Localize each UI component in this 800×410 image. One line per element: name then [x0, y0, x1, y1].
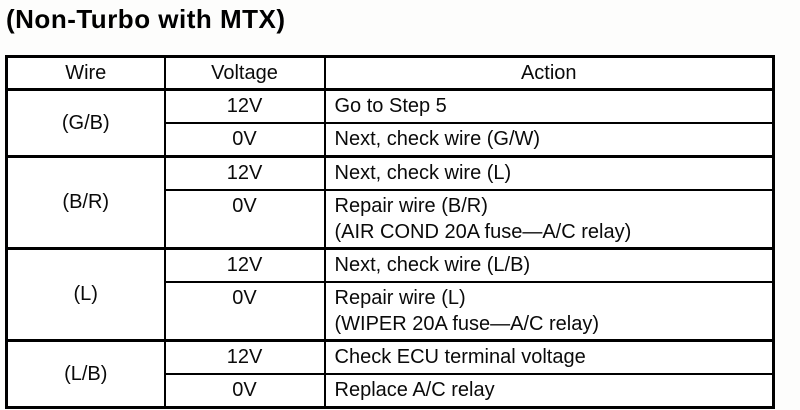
column-header-wire: Wire	[5, 55, 166, 91]
wire-voltage-action-table: Wire Voltage Action (G/B) 12V Go to Step…	[5, 54, 775, 409]
voltage-cell: 12V	[163, 88, 326, 124]
table-row: (G/B) 12V Go to Step 5	[5, 88, 775, 158]
voltage-cell: 12V	[163, 247, 326, 283]
voltage-cell: 0V	[163, 280, 326, 342]
action-cell: Next, check wire (L/B)	[323, 247, 775, 283]
action-cell: Repair wire (L) (WIPER 20A fuse—A/C rela…	[323, 280, 775, 342]
table-row: (L) 12V Next, check wire (L/B)	[5, 247, 775, 342]
action-text-line2: (WIPER 20A fuse—A/C relay)	[334, 312, 600, 335]
wire-cell: (G/B)	[5, 88, 166, 158]
table-row: 0V Repair wire (L) (WIPER 20A fuse—A/C r…	[7, 280, 775, 342]
action-cell: Repair wire (B/R) (AIR COND 20A fuse—A/C…	[323, 188, 775, 250]
action-cell: Next, check wire (G/W)	[323, 121, 775, 158]
action-text: Check ECU terminal voltage	[334, 345, 586, 368]
column-header-voltage: Voltage	[163, 55, 326, 91]
page-title: (Non-Turbo with MTX)	[6, 4, 286, 34]
action-text: Go to Step 5	[334, 94, 447, 117]
action-cell: Check ECU terminal voltage	[323, 339, 775, 375]
action-text: Replace A/C relay	[334, 378, 495, 401]
action-text: Repair wire (L)	[334, 286, 466, 309]
voltage-cell: 0V	[163, 188, 326, 250]
table-row: 0V Next, check wire (G/W)	[7, 121, 775, 158]
action-text: Next, check wire (G/W)	[334, 127, 541, 150]
action-cell: Next, check wire (L)	[323, 155, 775, 191]
table-row: 0V Repair wire (B/R) (AIR COND 20A fuse—…	[7, 188, 775, 250]
voltage-cell: 12V	[163, 155, 326, 191]
wire-cell: (L/B)	[5, 339, 166, 409]
action-cell: Replace A/C relay	[323, 372, 775, 409]
table-row: (L/B) 12V Check ECU terminal voltage	[5, 339, 775, 409]
table-row: 0V Replace A/C relay	[7, 372, 775, 409]
voltage-cell: 0V	[163, 372, 326, 409]
table-row: (B/R) 12V Next, check wire (L)	[5, 155, 775, 250]
action-text: Next, check wire (L)	[334, 161, 512, 184]
action-text: Next, check wire (L/B)	[334, 253, 531, 276]
action-text-line2: (AIR COND 20A fuse—A/C relay)	[334, 220, 632, 243]
table-header-row: Wire Voltage Action	[5, 55, 775, 91]
column-header-action: Action	[323, 55, 775, 91]
voltage-cell: 0V	[163, 121, 326, 158]
voltage-cell: 12V	[163, 339, 326, 375]
wire-cell: (B/R)	[5, 155, 166, 250]
wire-cell: (L)	[5, 247, 166, 342]
action-text: Repair wire (B/R)	[334, 194, 488, 217]
action-cell: Go to Step 5	[323, 88, 775, 124]
